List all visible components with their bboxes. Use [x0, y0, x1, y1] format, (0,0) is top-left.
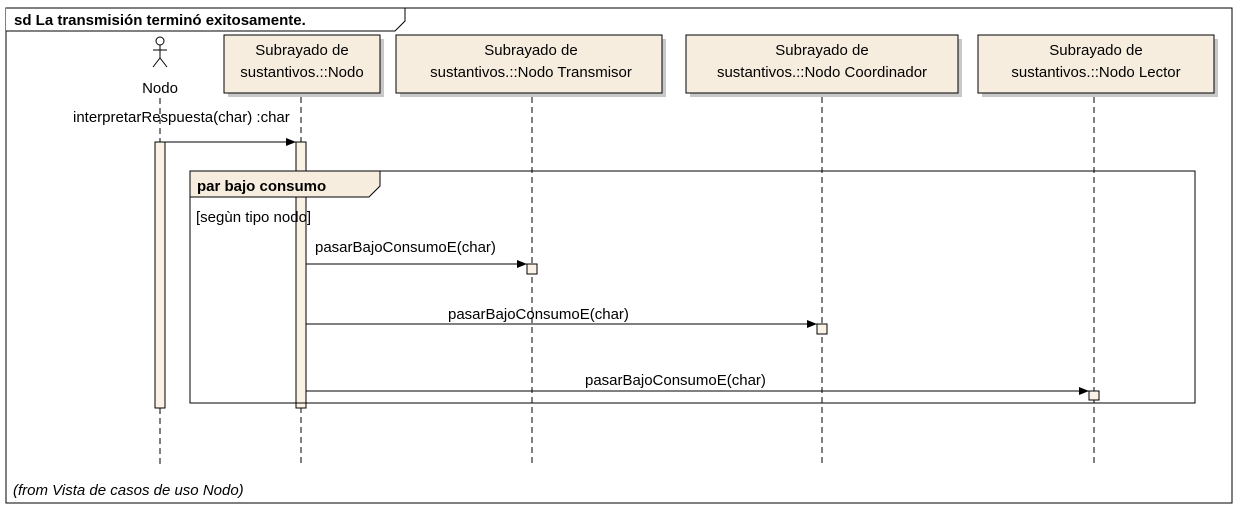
message-label: pasarBajoConsumoE(char)	[448, 306, 629, 323]
fragment-operator: par bajo consumo	[197, 178, 326, 195]
lifeline-coordinador-line1: Subrayado de	[775, 42, 868, 59]
message-label: pasarBajoConsumoE(char)	[315, 239, 496, 256]
lifeline-lector-line2: sustantivos.::Nodo Lector	[1011, 64, 1180, 81]
lifeline-nodo-lector[interactable]: Subrayado de sustantivos.::Nodo Lector	[977, 34, 1218, 97]
actor-label: Nodo	[142, 80, 178, 97]
message-label: pasarBajoConsumoE(char)	[585, 372, 766, 389]
message-interpretar-respuesta[interactable]: interpretarRespuesta(char) :char	[73, 109, 296, 146]
lifeline-transmisor-line1: Subrayado de	[484, 42, 577, 59]
lifeline-nodo[interactable]: Subrayado de sustantivos.::Nodo	[223, 34, 384, 97]
message-pasar-bajo-consumo-transmisor[interactable]: pasarBajoConsumoE(char)	[306, 239, 538, 275]
actor-nodo[interactable]: Nodo	[142, 36, 178, 97]
lifeline-nodo-line2: sustantivos.::Nodo	[240, 64, 363, 81]
message-pasar-bajo-consumo-coordinador[interactable]: pasarBajoConsumoE(char)	[306, 306, 828, 335]
fragment-guard: [segùn tipo nodo]	[196, 209, 311, 226]
activation-actor	[154, 141, 166, 409]
lifeline-lector-line1: Subrayado de	[1049, 42, 1142, 59]
frame-footer: (from Vista de casos de uso Nodo)	[13, 482, 244, 499]
fragment-operator-tab	[189, 170, 381, 198]
combined-fragment-par: par bajo consumo [segùn tipo nodo]	[189, 170, 1196, 404]
lifeline-nodo-transmisor[interactable]: Subrayado de sustantivos.::Nodo Transmis…	[395, 34, 666, 97]
activation-transmisor	[526, 263, 538, 275]
message-pasar-bajo-consumo-lector[interactable]: pasarBajoConsumoE(char)	[306, 372, 1100, 401]
message-label: interpretarRespuesta(char) :char	[73, 109, 290, 126]
lifeline-coordinador-line2: sustantivos.::Nodo Coordinador	[717, 64, 927, 81]
lifeline-nodo-coordinador[interactable]: Subrayado de sustantivos.::Nodo Coordina…	[685, 34, 962, 97]
activation-nodo	[295, 141, 307, 409]
frame-title: sd La transmisión terminó exitosamente.	[14, 12, 306, 29]
frame-title-tab	[6, 7, 406, 32]
lifeline-nodo-line1: Subrayado de	[255, 42, 348, 59]
actor-head-icon	[155, 36, 165, 46]
activation-lector	[1088, 390, 1100, 401]
activation-coordinador	[816, 323, 828, 335]
lifeline-transmisor-line2: sustantivos.::Nodo Transmisor	[430, 64, 632, 81]
